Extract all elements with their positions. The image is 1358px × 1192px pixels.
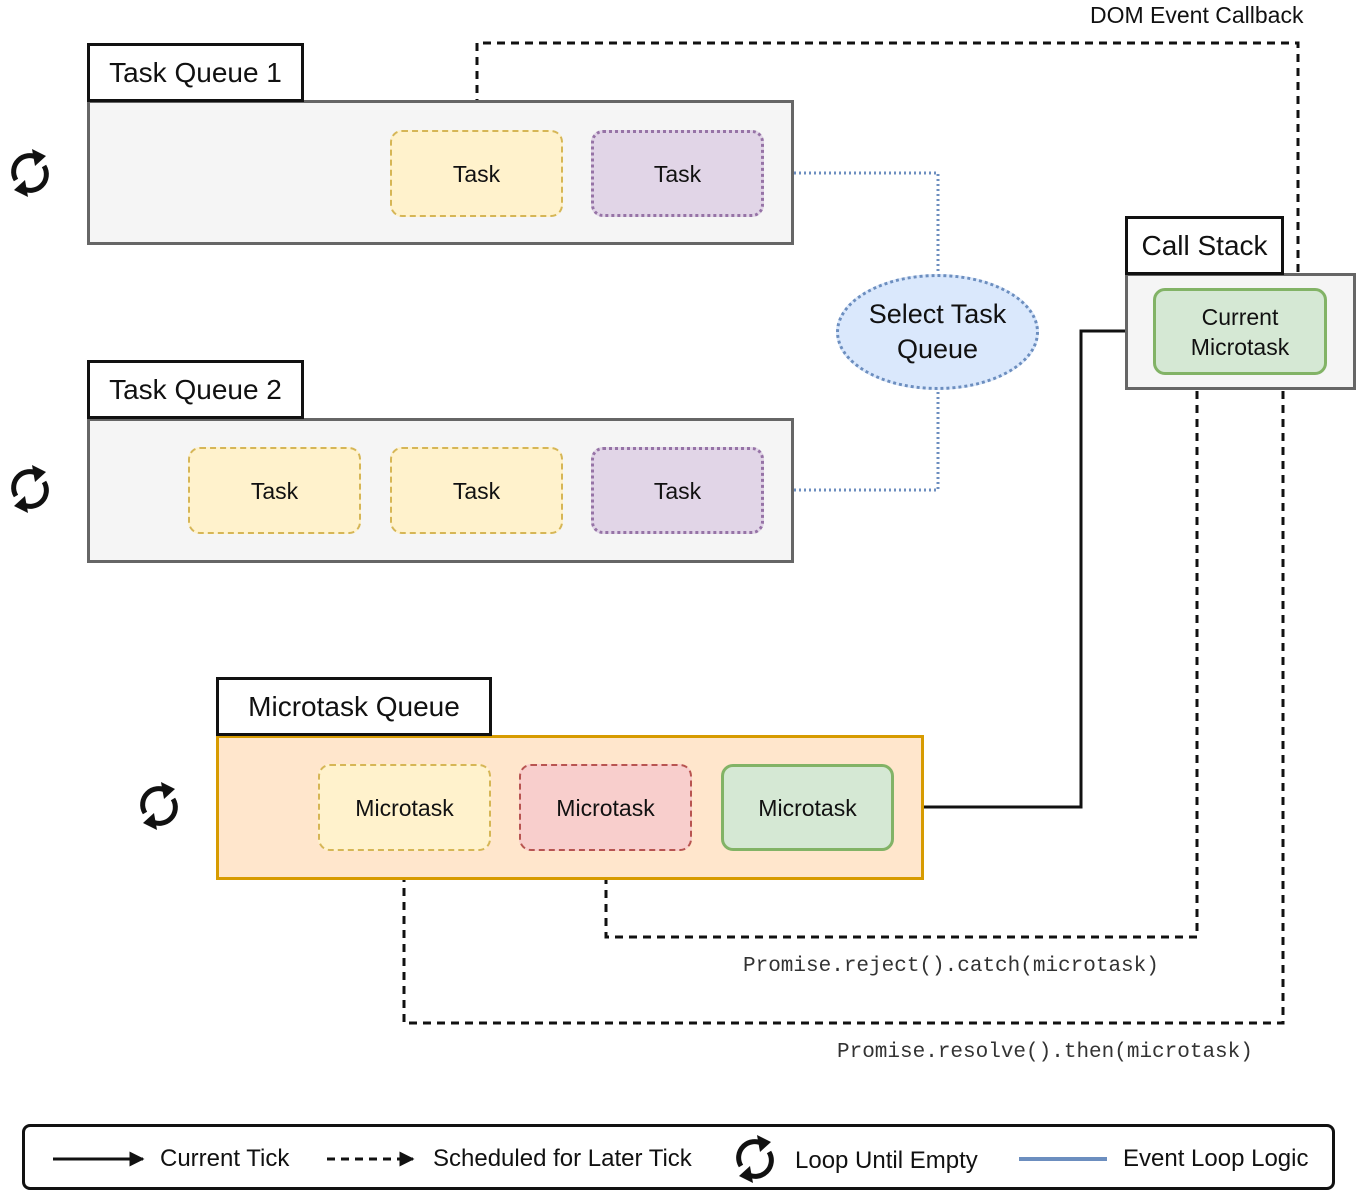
- task-queue-1-task[interactable]: Task: [390, 130, 563, 217]
- event-loop-line-queue1: [794, 171, 940, 274]
- microtask-queue-item[interactable]: Microtask: [318, 764, 491, 851]
- legend-event-loop: Event Loop Logic: [1123, 1145, 1309, 1172]
- legend: Current Tick Scheduled for Later Tick Lo…: [22, 1124, 1335, 1190]
- task-queue-1-task[interactable]: Task: [591, 130, 764, 217]
- select-task-queue-ellipse[interactable]: Select Task Queue: [836, 274, 1039, 390]
- loop-icon: [11, 149, 49, 197]
- promise-reject-label: Promise.reject().catch(microtask): [743, 955, 1159, 978]
- promise-reject-connector: [598, 377, 1199, 939]
- microtask-queue-item[interactable]: Microtask: [721, 764, 894, 851]
- current-microtask-line1: Current: [1201, 303, 1279, 330]
- call-stack-title: Call Stack: [1125, 216, 1284, 275]
- microtask-queue-item[interactable]: Microtask: [519, 764, 692, 851]
- legend-later-tick: Scheduled for Later Tick: [433, 1145, 692, 1172]
- select-task-queue-line1: Select Task: [868, 299, 1007, 329]
- loop-icon: [736, 1135, 774, 1183]
- loop-icon: [11, 465, 49, 513]
- task-queue-2-task[interactable]: Task: [188, 447, 361, 534]
- loop-icon: [140, 782, 178, 830]
- call-stack-current-microtask[interactable]: Current Microtask: [1153, 288, 1327, 375]
- current-tick-connector: [896, 323, 1153, 809]
- legend-current-tick: Current Tick: [160, 1145, 290, 1172]
- legend-solid-arrow: [53, 1151, 145, 1167]
- dom-event-callback-label: DOM Event Callback: [1090, 2, 1304, 28]
- legend-loop: Loop Until Empty: [795, 1147, 978, 1174]
- select-task-queue-line2: Queue: [896, 334, 979, 364]
- promise-resolve-connector: [396, 377, 1285, 1025]
- promise-resolve-label: Promise.resolve().then(microtask): [837, 1041, 1253, 1064]
- legend-event-loop-line: [1019, 1157, 1107, 1161]
- microtask-queue-title: Microtask Queue: [216, 677, 492, 736]
- dom-event-callback-connector: [469, 41, 1300, 286]
- task-queue-2-task[interactable]: Task: [591, 447, 764, 534]
- event-loop-line-queue2: [794, 390, 940, 492]
- current-microtask-line2: Microtask: [1190, 333, 1290, 360]
- task-queue-2-task[interactable]: Task: [390, 447, 563, 534]
- task-queue-1-title: Task Queue 1: [87, 43, 304, 102]
- task-queue-2-title: Task Queue 2: [87, 360, 304, 419]
- legend-dashed-arrow: [327, 1151, 415, 1167]
